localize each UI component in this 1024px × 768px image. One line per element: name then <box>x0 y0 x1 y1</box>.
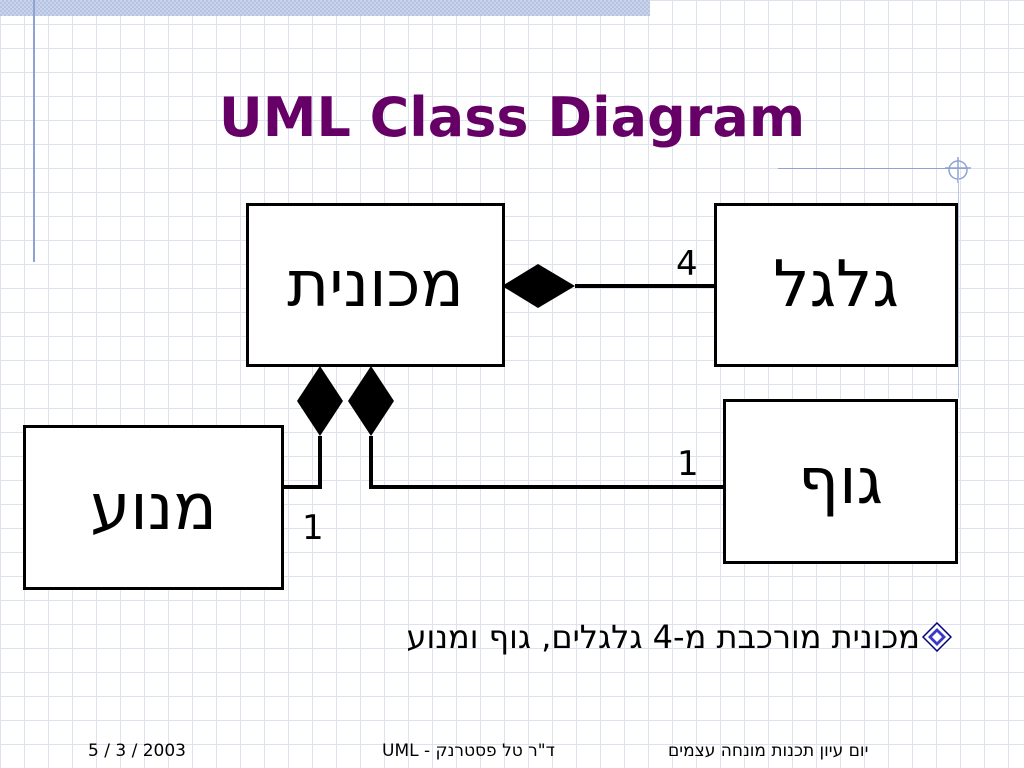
class-engine-box: מנוע <box>23 425 284 590</box>
bullet-text: מכונית מורכבת מ-4 גלגלים, גוף ומנוע <box>406 618 920 656</box>
wheel-multiplicity: 4 <box>676 244 698 284</box>
engine-multiplicity: 1 <box>302 508 324 548</box>
slide-title: UML Class Diagram <box>218 86 806 149</box>
class-body-name: גוף <box>798 444 883 519</box>
top-decoration-band <box>0 0 650 16</box>
diamond-bullet-icon <box>922 622 952 652</box>
title-underline-rule <box>778 168 968 169</box>
left-vertical-rule <box>33 0 35 262</box>
class-wheel-box: גלגל <box>714 203 958 367</box>
class-engine-name: מנוע <box>90 470 217 545</box>
footer-author: UML - ד"ר טל פסטרנק <box>382 741 555 761</box>
class-wheel-name: גלגל <box>773 248 899 322</box>
body-multiplicity: 1 <box>677 444 699 484</box>
class-body-box: גוף <box>723 399 958 564</box>
engine-composition-diamond <box>297 366 343 436</box>
footer-date: 5 / 3 / 2003 <box>88 741 186 761</box>
footer-course: יום עיון תכנות מונחה עצמים <box>668 741 869 761</box>
bullet-item: מכונית מורכבת מ-4 גלגלים, גוף ומנוע <box>406 618 952 656</box>
class-car-box: מכונית <box>246 203 505 367</box>
right-vertical-rule <box>958 178 959 398</box>
body-composition-diamond <box>348 366 394 436</box>
class-car-name: מכונית <box>287 248 464 322</box>
wheel-composition-diamond <box>502 264 575 308</box>
